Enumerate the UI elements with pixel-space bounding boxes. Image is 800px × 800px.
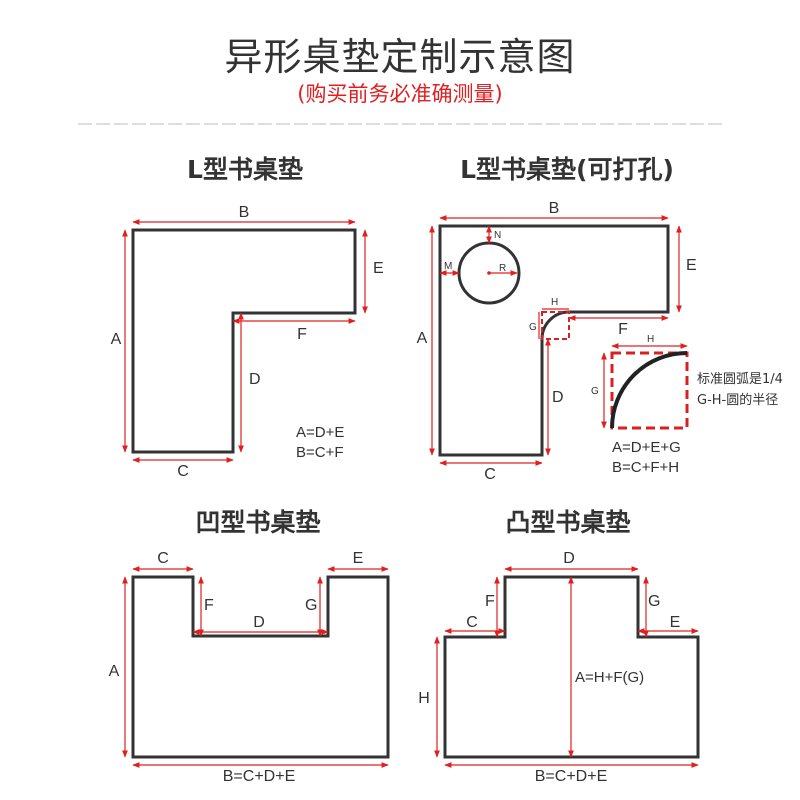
l-hole-c-label: C bbox=[484, 466, 496, 483]
concave-g-label: G bbox=[305, 597, 317, 614]
l-shape-b-label: B bbox=[239, 204, 250, 221]
concave-d-label: D bbox=[253, 614, 265, 631]
concave-shape-outline bbox=[131, 575, 390, 759]
concave-a-label: A bbox=[109, 663, 120, 680]
l-shape-formula-1: A=D+E bbox=[296, 424, 344, 441]
l-shape-c-label: C bbox=[177, 463, 189, 480]
convex-b-formula: B=C+D+E bbox=[535, 768, 607, 785]
l-shape-diagram: L型书桌垫 B A E F D C A=D+E B=C+F bbox=[111, 155, 384, 480]
l-shape-outline bbox=[131, 228, 357, 454]
convex-f-label: F bbox=[485, 593, 495, 610]
concave-c-label: C bbox=[157, 550, 169, 567]
arc-detail-curve bbox=[610, 351, 688, 429]
l-shape-hole-diagram: L型书桌垫(可打孔) R M N B A E F D C H G H G 标准圆… bbox=[417, 155, 783, 483]
convex-d-label: D bbox=[563, 550, 575, 567]
l-shape-e-label: E bbox=[373, 260, 384, 277]
concave-e-label: E bbox=[353, 550, 364, 567]
page-title: 异形桌垫定制示意图 bbox=[224, 35, 576, 79]
convex-e-label: E bbox=[670, 614, 681, 631]
l-hole-e-label: E bbox=[686, 257, 697, 274]
concave-b-formula: B=C+D+E bbox=[223, 768, 295, 785]
l-shape-f-label: F bbox=[297, 326, 307, 343]
convex-c-label: C bbox=[466, 614, 478, 631]
arc-detail-box bbox=[610, 351, 689, 430]
hole-n-label: N bbox=[494, 230, 501, 241]
l-shape-title: L型书桌垫 bbox=[187, 155, 303, 184]
l-shape-a-label: A bbox=[111, 331, 122, 348]
l-hole-d-label: D bbox=[552, 389, 564, 406]
l-shape-hole-title: L型书桌垫(可打孔) bbox=[460, 155, 674, 184]
arc-note-2: G-H-圆的半径 bbox=[697, 392, 778, 408]
corner-g-label: G bbox=[529, 322, 537, 333]
l-shape-d-label: D bbox=[249, 371, 261, 388]
convex-shape-diagram: 凸型书桌垫 D F G C E H A=H+F(G) B=C+D+E bbox=[418, 508, 700, 785]
corner-highlight-box bbox=[541, 311, 570, 340]
l-hole-b-label: B bbox=[549, 200, 560, 217]
concave-shape-diagram: 凹型书桌垫 C E F G D A B=C+D+E bbox=[109, 508, 390, 785]
arc-detail-h-label: H bbox=[647, 334, 654, 345]
concave-shape-title: 凹型书桌垫 bbox=[195, 508, 320, 537]
hole-m-label: M bbox=[444, 261, 452, 272]
l-shape-formula-2: B=C+F bbox=[296, 444, 344, 461]
l-hole-f-label: F bbox=[618, 321, 628, 338]
convex-height-formula: A=H+F(G) bbox=[575, 669, 644, 686]
convex-h-label: H bbox=[418, 690, 430, 707]
convex-shape-title: 凸型书桌垫 bbox=[505, 508, 630, 537]
convex-g-label: G bbox=[648, 593, 660, 610]
concave-f-label: F bbox=[204, 597, 214, 614]
l-hole-formula-1: A=D+E+G bbox=[612, 439, 681, 456]
page-subtitle: (购买前务必准确测量) bbox=[297, 82, 503, 106]
corner-h-label: H bbox=[551, 297, 558, 308]
l-hole-formula-2: B=C+F+H bbox=[612, 459, 679, 476]
l-hole-a-label: A bbox=[417, 330, 428, 347]
arc-note-1: 标准圆弧是1/4 bbox=[697, 372, 783, 387]
hole-r-label: R bbox=[499, 263, 506, 274]
arc-detail-g-label: G bbox=[591, 386, 599, 397]
